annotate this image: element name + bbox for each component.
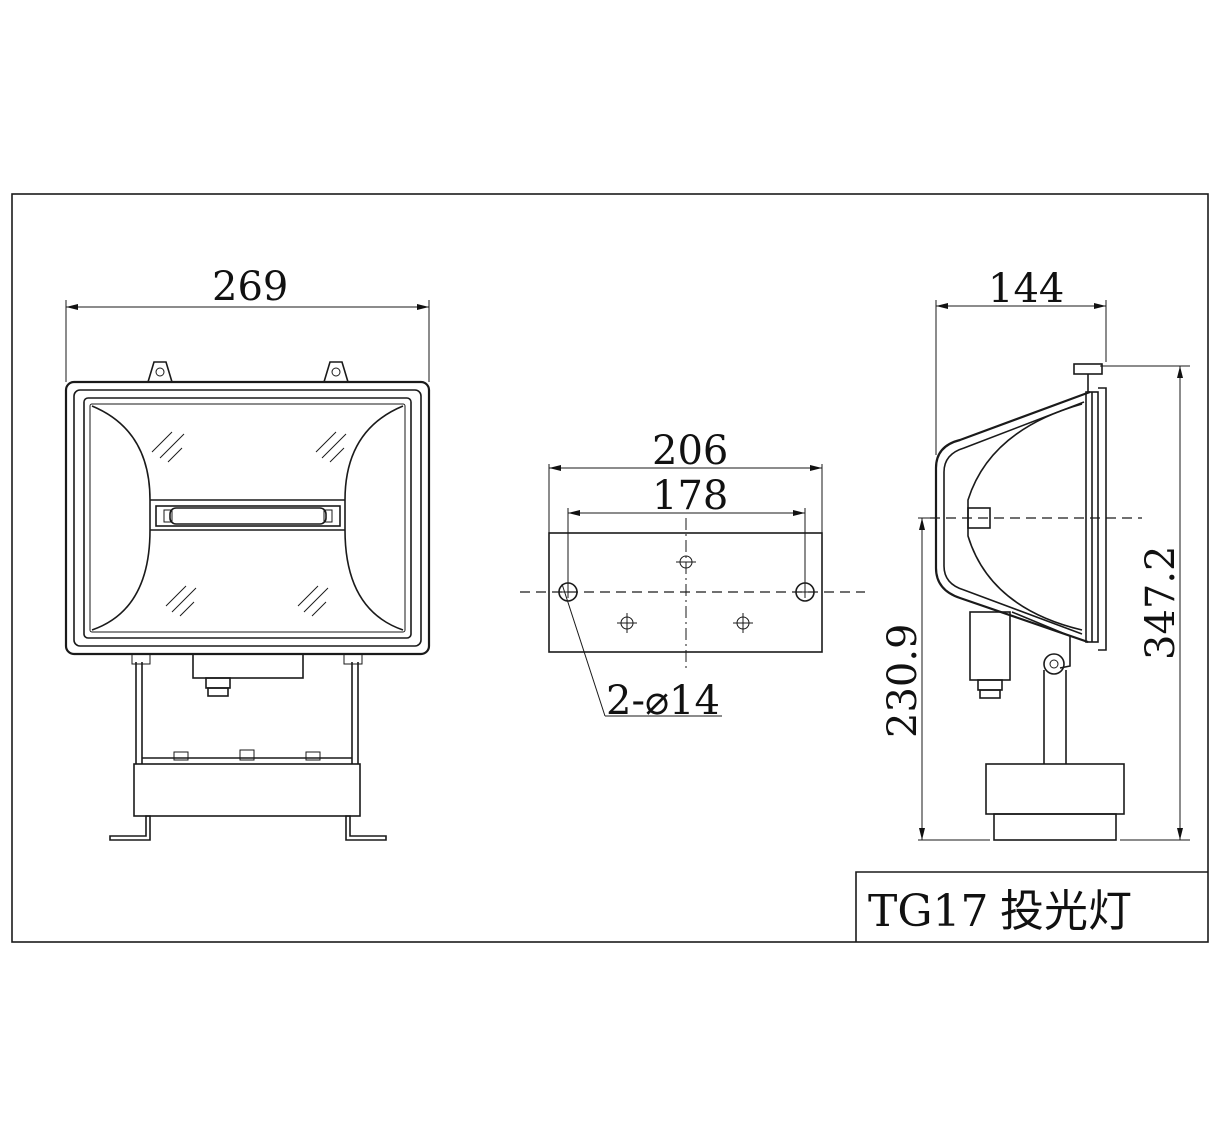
bracket-arm-side bbox=[1011, 611, 1071, 764]
dimension-plate-width: 206 bbox=[548, 428, 823, 533]
mount-plate-view: 206 178 bbox=[520, 428, 865, 724]
dim-178-label: 178 bbox=[652, 473, 728, 519]
dim-347-label: 347.2 bbox=[1138, 545, 1184, 660]
dimension-total-height: 347.2 bbox=[1100, 365, 1190, 841]
hanging-lug-left bbox=[147, 361, 173, 383]
dimension-hole-spacing: 178 bbox=[567, 473, 806, 592]
title-name: 投光灯 bbox=[1000, 886, 1132, 937]
dimension-width: 269 bbox=[65, 264, 430, 382]
hole-callout-leader: 2-⌀14 bbox=[561, 583, 722, 724]
dim-144-label: 144 bbox=[988, 266, 1064, 312]
base-side bbox=[985, 763, 1125, 841]
title-block: TG17 投光灯 bbox=[855, 871, 1208, 942]
screw-hole-bottom-right bbox=[733, 613, 753, 633]
dim-269-label: 269 bbox=[212, 264, 288, 310]
glass-reflection-marks bbox=[151, 431, 347, 617]
dimension-pivot-height: 230.9 bbox=[880, 517, 990, 841]
dim-206-label: 206 bbox=[652, 428, 728, 474]
hanging-lug-right bbox=[323, 361, 349, 383]
mounting-bracket-front bbox=[109, 653, 387, 841]
side-view: 144 347.2 230.9 bbox=[880, 266, 1190, 841]
screw-hole-top bbox=[676, 555, 696, 569]
hole-callout-label: 2-⌀14 bbox=[606, 678, 720, 724]
screw-hole-bottom-left bbox=[617, 613, 637, 633]
title-model: TG17 bbox=[868, 886, 988, 937]
drawing-frame bbox=[11, 193, 1209, 943]
dimension-depth: 144 bbox=[935, 266, 1107, 455]
mounting-hole-right bbox=[795, 582, 815, 602]
dim-230-label: 230.9 bbox=[880, 623, 926, 738]
front-view: 269 bbox=[64, 264, 431, 841]
lamp-tube bbox=[155, 505, 341, 527]
